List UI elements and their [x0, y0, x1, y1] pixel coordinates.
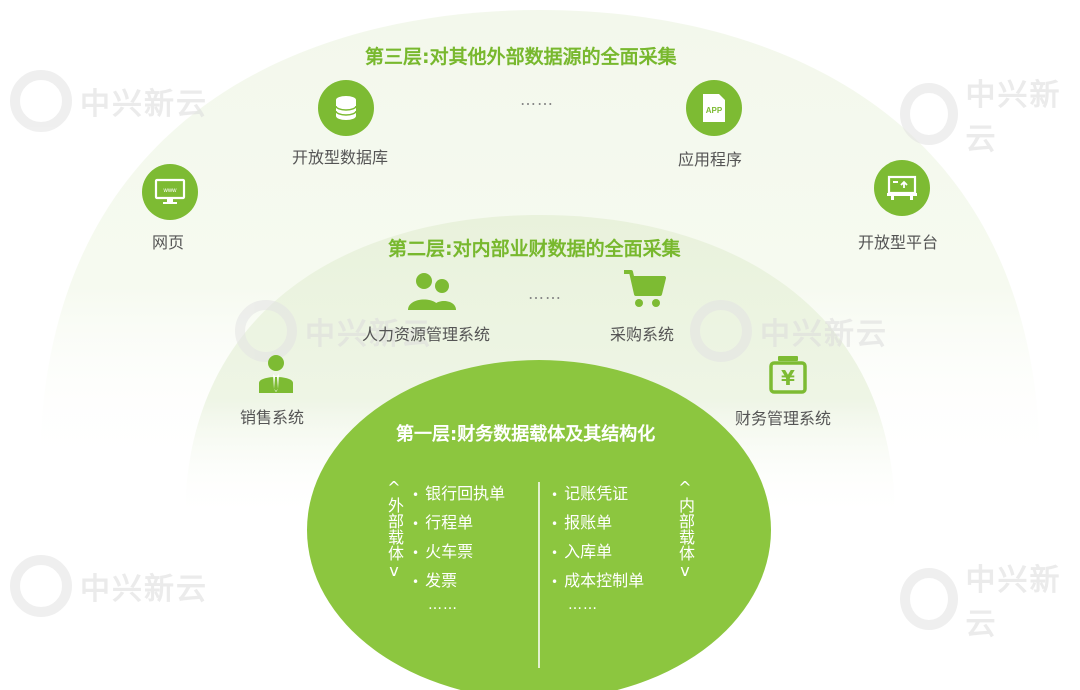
external-carrier-ellipsis: …… [428, 597, 458, 613]
layer2-item-label: 财务管理系统 [735, 409, 832, 428]
list-item: 发票 [412, 567, 505, 596]
watermark-logo-icon [10, 70, 72, 132]
layer3-title: 第三层:对其他外部数据源的全面采集 [365, 46, 677, 68]
shopping-cart-icon [622, 268, 666, 310]
list-item: 报账单 [551, 509, 644, 538]
list-item: 入库单 [551, 538, 644, 567]
platform-icon [874, 160, 930, 216]
layer3-item-label: 开放型平台 [858, 233, 939, 252]
list-item: 记账凭证 [551, 480, 644, 509]
watermark: 中兴新云 [690, 300, 888, 362]
watermark-logo-icon [690, 300, 752, 362]
internal-carrier-text: 内部载体 [676, 497, 695, 561]
watermark-logo-icon [900, 568, 958, 630]
watermark-logo-icon [235, 300, 297, 362]
chevron-down-icon: v [389, 561, 399, 580]
salesperson-icon [256, 354, 296, 394]
list-item: 成本控制单 [551, 567, 644, 596]
list-item: 火车票 [412, 538, 505, 567]
layer2-title: 第二层:对内部业财数据的全面采集 [388, 238, 681, 260]
watermark: 中兴新云 [900, 555, 1080, 643]
layer3-item-label: 开放型数据库 [292, 148, 389, 167]
layer3-item-label: 网页 [152, 233, 185, 252]
watermark-logo-icon [900, 83, 958, 145]
layer3-ellipsis: …… [520, 90, 554, 109]
external-carrier-text: 外部载体 [385, 497, 404, 561]
svg-text:¥: ¥ [781, 366, 795, 390]
watermark: 中兴新云 [900, 70, 1080, 158]
watermark-logo-icon [10, 555, 72, 617]
layer2-item-label: 采购系统 [610, 325, 675, 344]
layer2-ellipsis: …… [528, 284, 562, 303]
chevron-up-icon: ^ [678, 478, 692, 497]
internal-carrier-list: 记账凭证 报账单 入库单 成本控制单 [551, 480, 644, 596]
list-item: 行程单 [412, 509, 505, 538]
yen-cashbox-icon: ¥ [768, 354, 808, 394]
database-icon [318, 80, 374, 136]
list-item: 银行回执单 [412, 480, 505, 509]
layer1-title: 第一层:财务数据载体及其结构化 [396, 424, 656, 445]
internal-carrier-ellipsis: …… [568, 597, 598, 613]
internal-carrier-label: ^ 内部载体 v [676, 478, 695, 580]
watermark: 中兴新云 [10, 70, 208, 132]
web-page-icon: www [142, 164, 198, 220]
external-carrier-list: 银行回执单 行程单 火车票 发票 [412, 480, 505, 596]
layer2-item-label: 人力资源管理系统 [362, 325, 491, 344]
svg-text:APP: APP [706, 106, 723, 115]
layer3-item-label: 应用程序 [678, 150, 743, 169]
svg-text:www: www [163, 188, 178, 194]
chevron-down-icon: v [680, 561, 690, 580]
layer2-item-label: 销售系统 [240, 408, 305, 427]
chevron-up-icon: ^ [387, 478, 401, 497]
external-carrier-label: ^ 外部载体 v [385, 478, 404, 580]
watermark: 中兴新云 [10, 555, 208, 617]
app-icon: APP [686, 80, 742, 136]
users-icon [406, 272, 458, 312]
watermark: 中兴新云 [235, 300, 433, 362]
